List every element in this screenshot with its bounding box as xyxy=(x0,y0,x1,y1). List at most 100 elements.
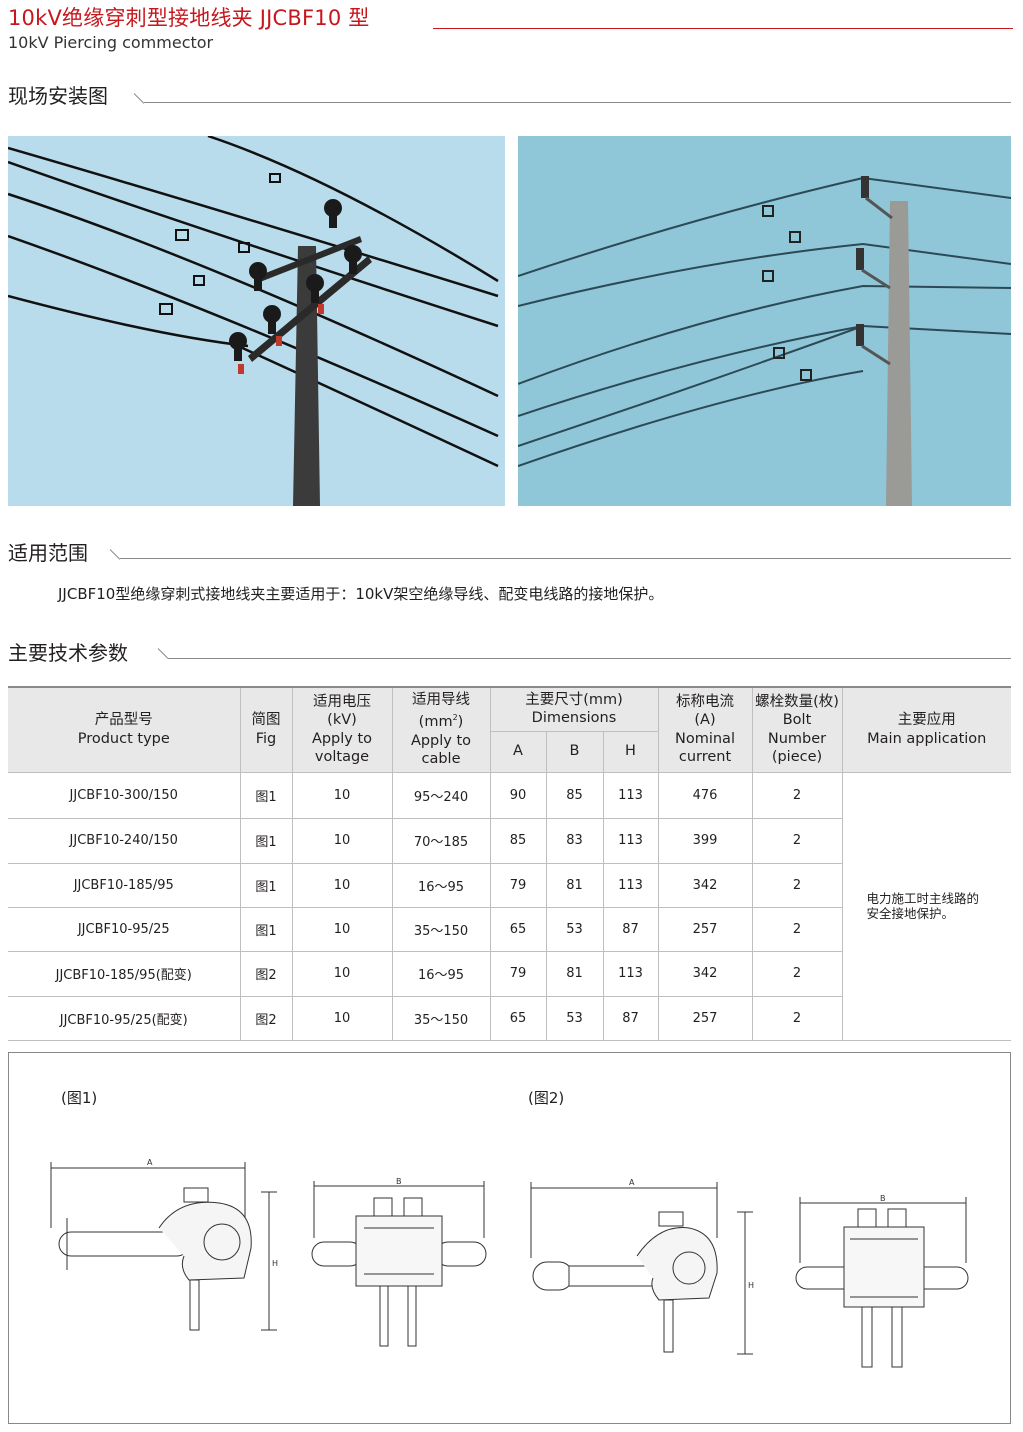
cell-fig: 图1 xyxy=(239,862,293,908)
cell-fig: 图1 xyxy=(239,771,293,819)
fig1-front-view: B xyxy=(311,1178,487,1347)
cell-voltage: 10 xyxy=(291,950,393,997)
cell-dim-b: 81 xyxy=(545,950,604,997)
header-dim-a: A xyxy=(490,730,547,773)
fig2-front-view: B xyxy=(795,1194,969,1368)
table-row: JJCBF10-300/150 图1 10 95～240 90 85 113 4… xyxy=(8,771,1011,1041)
cell-voltage: 10 xyxy=(291,995,393,1041)
cell-fig: 图1 xyxy=(239,906,293,952)
section-divider-tick xyxy=(133,93,145,104)
header-bolts: 螺栓数量(枚)Bolt Number(piece) xyxy=(751,686,843,773)
fig1-side-view: A H xyxy=(50,1158,278,1331)
cell-current: 257 xyxy=(657,995,753,1041)
cell-bolts: 2 xyxy=(751,862,842,908)
cell-current: 399 xyxy=(657,817,753,864)
cell-dim-h: 113 xyxy=(602,950,659,997)
section-divider xyxy=(168,658,1011,659)
cell-bolts: 2 xyxy=(751,906,842,952)
fig2-side-view: A H xyxy=(530,1178,754,1355)
cell-dim-h: 113 xyxy=(602,862,659,908)
cell-fig: 图2 xyxy=(239,950,293,997)
install-photo-right xyxy=(518,136,1011,506)
dim-label-h-fig2: H xyxy=(748,1281,754,1290)
dim-label-a-fig2: A xyxy=(629,1178,635,1187)
cell-cable: 16～95 xyxy=(391,862,491,908)
cell-bolts: 2 xyxy=(751,995,842,1041)
cell-dim-b: 83 xyxy=(545,817,604,864)
section-divider xyxy=(120,558,1011,559)
section-heading-params: 主要技术参数 xyxy=(8,641,128,665)
cell-dim-h: 113 xyxy=(602,771,659,819)
table-row: JJCBF10-185/95 图1 10 16～95 79 81 113 342… xyxy=(8,862,1011,908)
cell-bolts: 2 xyxy=(751,817,842,864)
cell-cable: 70～185 xyxy=(391,817,491,864)
cell-dim-b: 53 xyxy=(545,995,604,1041)
header-dimensions: 主要尺寸(mm)Dimensions xyxy=(489,686,659,732)
cell-fig: 图2 xyxy=(239,995,293,1041)
cell-voltage: 10 xyxy=(291,771,393,819)
cell-product-type: JJCBF10-300/150 xyxy=(8,771,241,819)
cell-application: 电力施工时主线路的安全接地保护。 xyxy=(841,771,1011,1041)
cell-dim-a: 79 xyxy=(489,950,547,997)
cell-cable: 35～150 xyxy=(391,995,491,1041)
cell-dim-b: 81 xyxy=(545,862,604,908)
cell-product-type: JJCBF10-95/25(配变) xyxy=(8,995,241,1041)
cell-dim-a: 79 xyxy=(489,862,547,908)
cell-current: 476 xyxy=(657,771,753,819)
section-heading-scope: 适用范围 xyxy=(8,541,88,565)
cell-dim-h: 87 xyxy=(602,995,659,1041)
scope-description: JJCBF10型绝缘穿刺式接地线夹主要适用于：10kV架空绝缘导线、配变电线路的… xyxy=(58,585,664,603)
cell-cable: 95～240 xyxy=(391,771,491,819)
dim-label-b: B xyxy=(396,1178,402,1186)
fig1-label: (图1) xyxy=(61,1089,98,1107)
table-row: JJCBF10-95/25(配变) 图2 10 35～150 65 53 87 … xyxy=(8,995,1011,1041)
dim-label-h: H xyxy=(272,1259,278,1268)
cell-dim-a: 65 xyxy=(489,906,547,952)
cell-dim-a: 90 xyxy=(489,771,547,819)
cell-voltage: 10 xyxy=(291,817,393,864)
title-underline xyxy=(433,28,1013,29)
header-dim-h: H xyxy=(602,730,658,773)
section-heading-install: 现场安装图 xyxy=(8,84,108,108)
cell-product-type: JJCBF10-240/150 xyxy=(8,817,241,864)
page-subtitle: 10kV Piercing commector xyxy=(8,33,214,52)
header-dim-b: B xyxy=(545,730,604,773)
cell-product-type: JJCBF10-185/95(配变) xyxy=(8,950,241,997)
technical-drawings-panel: (图1) (图2) A H B xyxy=(8,1052,1011,1424)
table-row: JJCBF10-240/150 图1 10 70～185 85 83 113 3… xyxy=(8,817,1011,864)
cell-product-type: JJCBF10-185/95 xyxy=(8,862,241,908)
cell-current: 342 xyxy=(657,950,753,997)
cell-cable: 16～95 xyxy=(391,950,491,997)
table-row: JJCBF10-95/25 图1 10 35～150 65 53 87 257 … xyxy=(8,906,1011,952)
dim-label-a: A xyxy=(147,1158,153,1167)
section-divider-tick xyxy=(109,549,121,560)
cell-bolts: 2 xyxy=(751,950,842,997)
section-divider xyxy=(144,102,1011,103)
section-divider-tick xyxy=(157,648,169,659)
table-row: JJCBF10-185/95(配变) 图2 10 16～95 79 81 113… xyxy=(8,950,1011,997)
cell-fig: 图1 xyxy=(239,817,293,864)
cell-voltage: 10 xyxy=(291,862,393,908)
cell-dim-b: 53 xyxy=(545,906,604,952)
cell-current: 257 xyxy=(657,906,753,952)
cell-product-type: JJCBF10-95/25 xyxy=(8,906,241,952)
cell-dim-h: 113 xyxy=(602,817,659,864)
cell-current: 342 xyxy=(657,862,753,908)
page-title: 10kV绝缘穿刺型接地线夹 JJCBF10 型 xyxy=(8,6,370,30)
cell-dim-a: 65 xyxy=(489,995,547,1041)
fig2-label: (图2) xyxy=(528,1089,565,1107)
cell-bolts: 2 xyxy=(751,771,843,819)
dim-label-b-fig2: B xyxy=(880,1194,886,1203)
install-photo-left xyxy=(8,136,505,506)
cell-cable: 35～150 xyxy=(391,906,491,952)
cell-dim-h: 87 xyxy=(602,906,659,952)
cell-dim-b: 85 xyxy=(545,771,604,819)
cell-voltage: 10 xyxy=(291,906,393,952)
